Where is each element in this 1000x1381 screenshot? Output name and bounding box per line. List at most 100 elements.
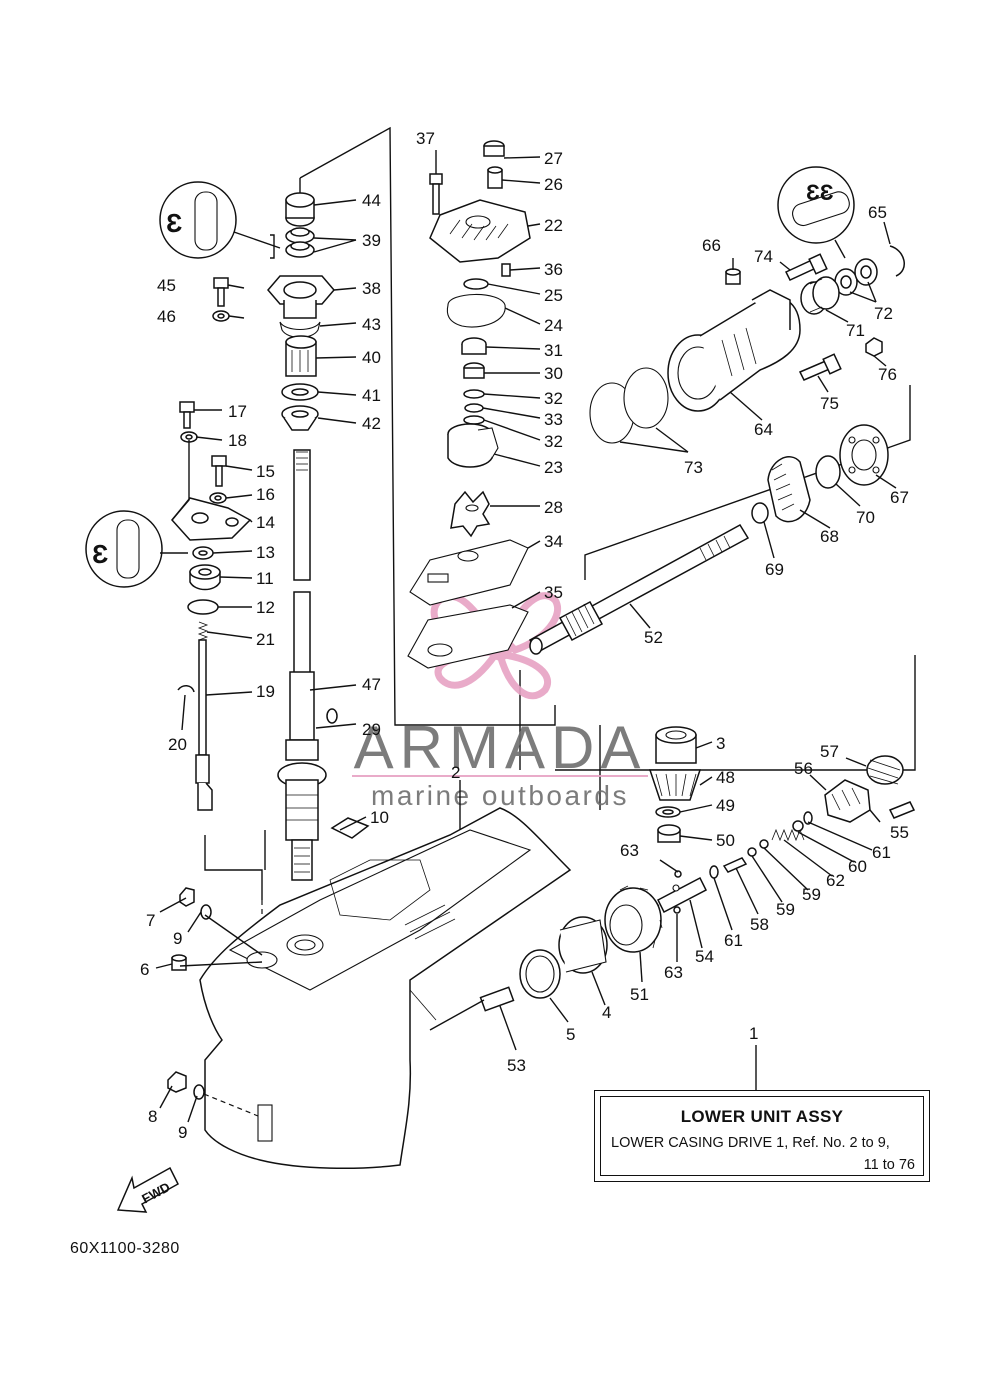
part-53-trim-tab-bolt — [479, 986, 515, 1012]
label-21: 21 — [256, 630, 275, 649]
label-52: 52 — [644, 628, 663, 647]
part-56-dog-clutch — [824, 779, 871, 823]
label-66: 66 — [702, 236, 721, 255]
label-53: 53 — [507, 1056, 526, 1075]
part-33-seal — [464, 403, 484, 413]
part-27-grommet — [483, 140, 505, 157]
part-54-shift-plunger — [657, 876, 707, 914]
part-73-o-rings — [589, 367, 669, 444]
label-16: 16 — [256, 485, 275, 504]
label-28: 28 — [544, 498, 563, 517]
part-50-nut — [657, 824, 681, 843]
label-23: 23 — [544, 458, 563, 477]
label-39: 39 — [362, 231, 381, 250]
label-15: 15 — [256, 462, 275, 481]
part-75-bolt — [798, 353, 842, 381]
label-30: 30 — [544, 364, 563, 383]
part-23-pump-liner — [447, 423, 499, 468]
part-22-pump-housing — [429, 199, 531, 263]
part-28-impeller — [450, 490, 491, 538]
fwd-arrow: FWD — [116, 1166, 179, 1213]
label-46: 46 — [157, 307, 176, 326]
reference-box-inner: LOWER UNIT ASSY LOWER CASING DRIVE 1, Re… — [600, 1096, 924, 1176]
label-70: 70 — [856, 508, 875, 527]
part-10-anode — [330, 817, 370, 839]
label-44: 44 — [362, 191, 381, 210]
part-3-bearing — [655, 726, 697, 764]
label-71: 71 — [846, 321, 865, 340]
watermark-tagline: marine outboards — [371, 780, 629, 811]
part-44-cap — [285, 192, 315, 227]
label-63a: 63 — [620, 841, 639, 860]
part-14-shift-rod-housing — [171, 497, 252, 541]
label-60: 60 — [848, 857, 867, 876]
part-68-reverse-gear — [767, 456, 811, 523]
label-45: 45 — [157, 276, 176, 295]
part-45-bolt — [213, 277, 229, 307]
part-74-bolt — [784, 253, 828, 281]
label-61a: 61 — [872, 843, 891, 862]
label-22: 22 — [544, 216, 563, 235]
label-9a: 9 — [173, 929, 182, 948]
part-8-plug — [167, 1071, 187, 1093]
part-60-ball — [792, 820, 804, 832]
part-2-lower-casing — [199, 807, 572, 1170]
label-29: 29 — [362, 720, 381, 739]
grease-callout-mid-left: Ɛ — [85, 510, 188, 588]
label-2: 2 — [451, 763, 460, 782]
part-31-insert — [461, 337, 487, 355]
label-38: 38 — [362, 279, 381, 298]
label-57: 57 — [820, 742, 839, 761]
part-40-bearing — [285, 335, 317, 377]
label-49: 49 — [716, 796, 735, 815]
part-48-pinion — [648, 769, 702, 801]
part-39-oil-seals — [285, 227, 315, 258]
label-32b: 32 — [544, 432, 563, 451]
part-62-spring — [771, 828, 805, 842]
label-43: 43 — [362, 315, 381, 334]
part-34-outer-plate — [409, 539, 529, 606]
part-26-collar — [487, 166, 503, 189]
label-68: 68 — [820, 527, 839, 546]
part-76-nut — [865, 337, 883, 357]
part-16-washer — [209, 492, 227, 504]
label-59a: 59 — [802, 885, 821, 904]
label-73: 73 — [684, 458, 703, 477]
label-9b: 9 — [178, 1123, 187, 1142]
label-35: 35 — [544, 583, 563, 602]
label-32a: 32 — [544, 389, 563, 408]
part-30-seal — [463, 362, 485, 379]
part-66-pin — [725, 268, 741, 285]
part-4-taper-bearing — [558, 916, 608, 974]
part-72-oil-seals — [834, 258, 878, 296]
label-58: 58 — [750, 915, 769, 934]
label-26: 26 — [544, 175, 563, 194]
part-61b-washer — [709, 865, 719, 879]
part-69-washer — [751, 502, 769, 524]
grease-callout-right: ƐƐ — [777, 166, 855, 259]
part-32a-plate — [463, 389, 485, 399]
label-59b: 59 — [776, 900, 795, 919]
part-43-gasket — [279, 321, 321, 339]
part-9a-gasket — [200, 904, 212, 920]
label-50: 50 — [716, 831, 735, 850]
part-32b-plate — [463, 415, 485, 425]
part-25-o-ring — [463, 278, 489, 290]
part-63b-ball — [673, 906, 681, 914]
watermark-brand: ARMADA — [354, 714, 647, 781]
label-72: 72 — [874, 304, 893, 323]
leader-lines — [155, 150, 897, 1123]
part-9b-gasket — [193, 1084, 205, 1100]
part-57-spring — [866, 755, 904, 785]
label-67: 67 — [890, 488, 909, 507]
part-38-bearing-housing — [267, 275, 335, 319]
label-20: 20 — [168, 735, 187, 754]
part-59b-ball — [747, 847, 757, 857]
part-58-plunger — [722, 857, 748, 873]
part-6-plug — [171, 954, 187, 971]
label-40: 40 — [362, 348, 381, 367]
grease-callout-top-left: Ɛ — [159, 181, 281, 259]
label-7: 7 — [146, 911, 155, 930]
part-24-gasket — [446, 293, 506, 328]
